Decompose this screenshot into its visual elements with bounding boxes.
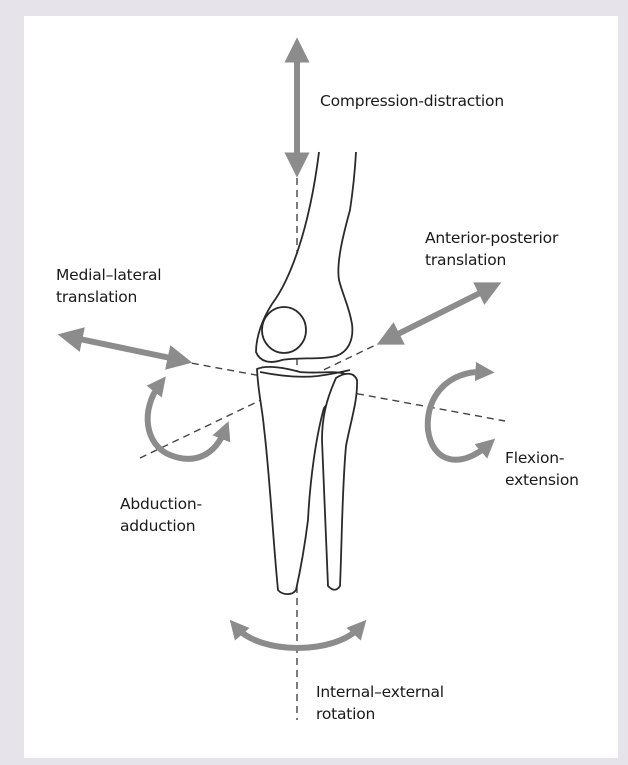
label-abduction-adduction: Abduction- adduction (120, 493, 202, 537)
medial-lateral-arrow (70, 337, 180, 360)
label-flexion-extension: Flexion- extension (505, 447, 579, 491)
abduction-adduction-arrow (148, 384, 225, 459)
internal-external-rotation-arrow (236, 627, 360, 648)
anterior-posterior-arrow (388, 288, 490, 339)
fibula-outline (322, 374, 357, 590)
label-compression-distraction: Compression-distraction (320, 90, 504, 112)
label-medial-lateral: Medial–lateral translation (56, 264, 161, 308)
label-anterior-posterior: Anterior-posterior translation (425, 227, 558, 271)
label-internal-external-rotation: Internal–external rotation (316, 681, 444, 725)
patella-outline (262, 307, 306, 353)
